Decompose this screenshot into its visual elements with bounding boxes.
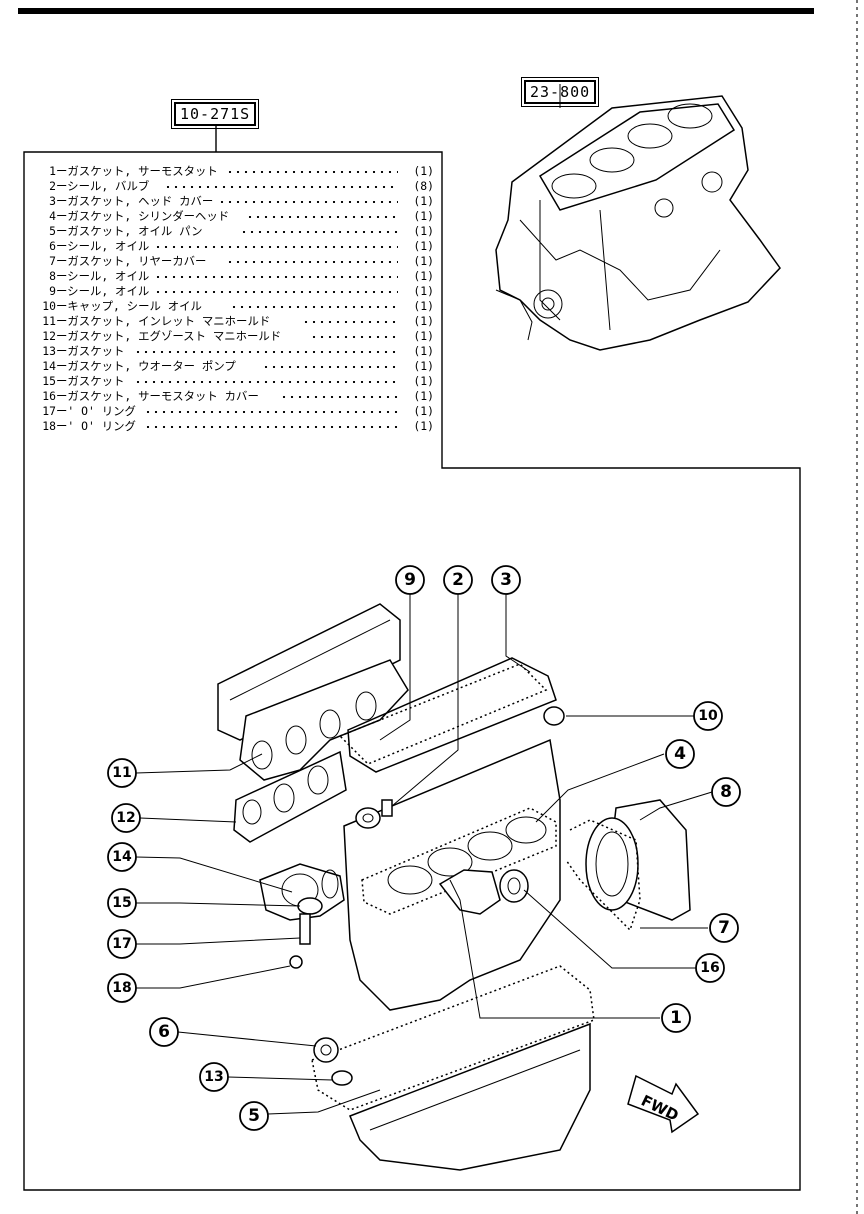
callout-4: 4 [665, 739, 695, 769]
rear-oil-seal-cover [565, 799, 691, 932]
callout-5: 5 [239, 1101, 269, 1131]
callout-7: 7 [709, 913, 739, 943]
parts-list-item: 12ーガスケット, エグゾースト マニホールド(1) [42, 329, 434, 343]
o-ring-18 [289, 955, 303, 969]
svg-text:15: 15 [112, 895, 131, 911]
scan-edge [856, 0, 858, 1214]
parts-list-item: 9ーシール, オイル(1) [49, 284, 434, 298]
svg-text:3: 3 [500, 570, 512, 590]
parts-list-item: 5ーガスケット, オイル パン(1) [49, 224, 434, 238]
callout-18: 18 [107, 973, 137, 1003]
svg-text:2: 2 [452, 570, 464, 590]
svg-text:9: 9 [404, 570, 416, 590]
parts-list-item: 3ーガスケット, ヘッド カバー(1) [49, 194, 434, 208]
parts-list-item: 13ーガスケット(1) [42, 344, 434, 358]
oil-seal-9 [355, 807, 381, 829]
leader-lines [135, 594, 713, 1115]
callout-6: 6 [149, 1017, 179, 1047]
parts-list-item: 2ーシール, バルブ(8) [49, 179, 434, 193]
cylinder-head-gasket [361, 807, 557, 915]
callout-10: 10 [693, 701, 723, 731]
parts-list-item: 4ーガスケット, シリンダーヘッド(1) [49, 209, 434, 223]
front-oil-seal [313, 1037, 339, 1063]
svg-text:4: 4 [674, 744, 686, 764]
parts-list: 1ーガスケット, サーモスタット(1) 2ーシール, バルブ(8) 3ーガスケッ… [34, 164, 434, 434]
svg-text:7: 7 [718, 918, 730, 938]
callout-12: 12 [111, 803, 141, 833]
callout-8: 8 [711, 777, 741, 807]
svg-text:10: 10 [698, 708, 718, 724]
parts-list-item: 1ーガスケット, サーモスタット(1) [49, 164, 434, 178]
callout-2: 2 [443, 565, 473, 595]
oil-seal-cap [543, 706, 565, 726]
cylinder-head-illustration [217, 603, 409, 781]
svg-text:17: 17 [112, 936, 131, 952]
svg-text:5: 5 [248, 1106, 260, 1126]
parts-list-item: 15ーガスケット(1) [42, 374, 434, 388]
forward-direction-arrow: FWD [627, 1074, 700, 1134]
svg-text:16: 16 [700, 960, 719, 976]
head-cover-gasket [338, 663, 548, 765]
parts-list-item: 7ーガスケット, リヤーカバー(1) [49, 254, 434, 268]
svg-text:14: 14 [112, 849, 132, 865]
svg-text:12: 12 [116, 810, 135, 826]
parts-list-item: 6ーシール, オイル(1) [49, 239, 434, 253]
callout-16: 16 [695, 953, 725, 983]
svg-text:6: 6 [158, 1022, 170, 1042]
parts-list-item: 8ーシール, オイル(1) [49, 269, 434, 283]
svg-text:11: 11 [112, 765, 131, 781]
valve-seal [381, 799, 393, 817]
kit-part-number: 10-271S [170, 99, 260, 129]
svg-text:8: 8 [720, 782, 732, 802]
svg-text:1: 1 [670, 1008, 682, 1028]
parts-list-item: 16ーガスケット, サーモスタット カバー(1) [42, 389, 434, 403]
callout-1: 1 [661, 1003, 691, 1033]
callout-3: 3 [491, 565, 521, 595]
thermostat-housing [438, 869, 529, 915]
parts-list-item: 17ー' O' リング(1) [42, 404, 434, 418]
parts-list-item: 11ーガスケット, インレット マニホールド(1) [42, 314, 434, 328]
kit-frame [23, 124, 801, 1191]
exhaust-manifold-gasket [233, 750, 347, 843]
parts-list-item: 18ー' O' リング(1) [42, 419, 434, 433]
callout-9: 9 [395, 565, 425, 595]
callout-11: 11 [107, 758, 137, 788]
svg-text:18: 18 [112, 980, 131, 996]
cylinder-block-outline [343, 738, 561, 1011]
oil-pan-gasket [311, 965, 595, 1111]
callout-14: 14 [107, 842, 137, 872]
header-rule [18, 8, 814, 14]
oil-pan [311, 965, 595, 1171]
engine-block-illustration [495, 84, 781, 351]
callout-13: 13 [199, 1062, 229, 1092]
callout-15: 15 [107, 888, 137, 918]
water-pump-illustration [259, 863, 345, 945]
svg-text:13: 13 [204, 1069, 223, 1085]
parts-list-item: 10ーキャップ, シール オイル(1) [42, 299, 434, 313]
parts-list-item: 14ーガスケット, ウオーター ポンプ(1) [42, 359, 434, 373]
callout-17: 17 [107, 929, 137, 959]
gasket-13 [331, 1070, 353, 1086]
